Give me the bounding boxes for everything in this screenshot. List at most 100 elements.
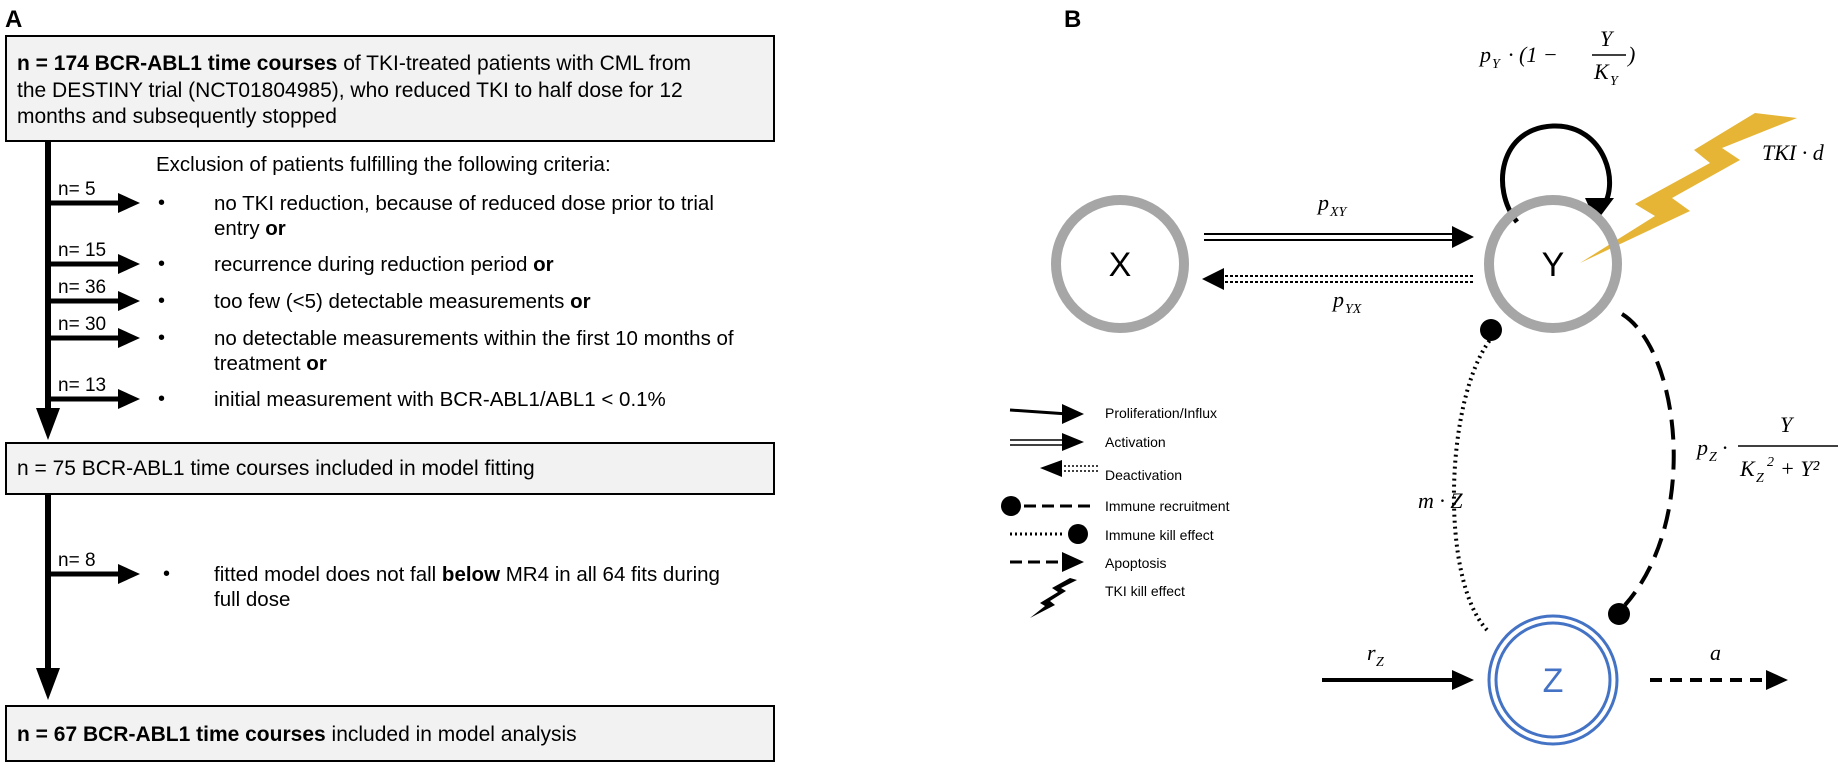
node-x [1051,195,1189,333]
recruit-den-sub: Z [1756,471,1764,486]
legend: Proliferation/Influx Activation Deactiva… [1001,404,1230,618]
exclusion-2-text: recurrence during reduction period [214,253,533,276]
bullet-5: • [158,388,165,410]
y-growth-post: ) [1626,42,1635,67]
exclusion-3-or: or [570,290,591,313]
legend-apoptosis: Apoptosis [1105,555,1166,571]
tki-dose-formula: TKI · d [1762,140,1825,165]
recruit-num: Y [1780,412,1795,437]
exclusion-4-or: or [306,352,327,375]
exclusion-1-line2: entry or [214,217,286,240]
top-box-line3: months and subsequently stopped [17,105,337,128]
exclusion-2: recurrence during reduction period or [214,253,554,276]
y-growth-p-sub: Y [1492,57,1502,72]
legend-deactivation: Deactivation [1105,467,1182,483]
immune-kill-dot [1480,319,1502,341]
bottom-box-rest: included in model analysis [326,723,577,746]
second-exclusion-pre: fitted model does not fall [214,563,442,586]
exclusion-4-line2: treatment or [214,352,327,375]
top-box-bold: n = 174 BCR-ABL1 time courses [17,52,337,75]
flow-vertical-arrowhead-1 [36,408,60,440]
exclusion-2-or: or [533,253,554,276]
bullet-4: • [158,327,165,349]
y-growth-pre: · (1 − [1508,42,1558,67]
legend-activation: Activation [1105,434,1166,450]
exclusion-n-1: n= 5 [58,179,96,200]
second-exclusion-post: MR4 in all 64 fits during [500,563,720,586]
second-exclusion-below: below [442,563,500,586]
exclusion-n-3: n= 36 [58,277,106,298]
exclusion-n-5: n= 13 [58,375,106,396]
bottom-box-text: n = 67 BCR-ABL1 time courses included in… [17,723,577,746]
exclusion-1-line1: no TKI reduction, because of reduced dos… [214,192,714,215]
y-self-loop-arrowhead [1585,198,1614,222]
immune-recruitment-dot [1608,603,1630,625]
deactivation-arrowhead [1202,268,1224,290]
r-z-sub: Z [1376,655,1384,670]
bullet-3: • [158,290,165,312]
node-x-label: X [1109,246,1132,284]
p-xy-p: p [1316,190,1329,215]
immune-kill-curve [1452,338,1492,632]
top-box-line1-rest: of TKI-treated patients with CML from [337,52,691,75]
exclusion-arrows [48,193,140,409]
legend-tki-kill: TKI kill effect [1105,583,1185,599]
panel-b-label: B [1064,6,1081,33]
bottom-box-bold: n = 67 BCR-ABL1 time courses [17,723,326,746]
recruit-den-sq: 2 [1767,455,1774,470]
recruit-den-k: K [1739,456,1756,481]
bullet-2: • [158,253,165,275]
bottom-box [5,705,775,762]
exclusion-5: initial measurement with BCR-ABL1/ABL1 <… [214,388,666,411]
tki-lightning-icon [1580,113,1797,263]
y-growth-num: Y [1600,26,1615,51]
y-growth-formula: p Y · (1 − Y K Y ) [1478,26,1635,89]
z-recruit-formula: p Z · Y K Z 2 + Y² [1695,412,1838,486]
node-z-outer [1487,614,1619,746]
exclusion-1-line2-text: entry [214,217,265,240]
apoptosis-a: a [1710,640,1721,665]
second-exclusion-n: n= 8 [58,550,96,571]
legend-proliferation: Proliferation/Influx [1105,405,1217,421]
panel-a-label: A [5,6,22,33]
y-self-loop [1500,123,1613,224]
activation-arrowhead [1452,226,1474,248]
r-z-r: r [1367,640,1376,665]
mz-formula: m · Z [1418,488,1463,513]
svg-text:p: p [1478,42,1491,67]
p-yx-p: p [1331,287,1344,312]
top-box-line2: the DESTINY trial (NCT01804985), who red… [17,79,683,102]
node-y [1484,195,1622,333]
y-growth-den-k: K [1593,59,1610,84]
recruit-p: p [1695,435,1708,460]
second-bullet: • [163,563,170,585]
recruit-p-sub: Z [1709,450,1717,465]
node-z-label: Z [1543,662,1564,700]
node-z-inner [1494,621,1612,739]
exclusion-n-4: n= 30 [58,314,106,335]
p-xy-sub: XY [1329,205,1349,220]
recruit-dot: · [1722,435,1728,460]
exclusion-4-line2-text: treatment [214,352,306,375]
exclusion-3: too few (<5) detectable measurements or [214,290,591,313]
legend-immune-recruitment: Immune recruitment [1105,498,1230,514]
exclusion-1-or: or [265,217,286,240]
top-box [5,35,775,142]
y-growth-den-sub: Y [1610,74,1620,89]
top-box-line1: n = 174 BCR-ABL1 time courses of TKI-tre… [17,52,691,75]
exclusion-n-2: n= 15 [58,240,106,261]
legend-immune-kill: Immune kill effect [1105,527,1214,543]
exclusion-4-line1: no detectable measurements within the fi… [214,327,734,350]
second-exclusion-arrowhead [118,564,140,584]
second-exclusion-line2: full dose [214,588,290,611]
middle-box-text: n = 75 BCR-ABL1 time courses included in… [17,457,535,480]
y-growth-p: p [1478,42,1491,67]
immune-recruitment-curve [1620,312,1676,607]
exclusion-3-text: too few (<5) detectable measurements [214,290,570,313]
recruit-den-rest: + Y² [1780,456,1820,481]
apoptosis-arrowhead [1766,670,1788,690]
flow-vertical-arrowhead-2 [36,668,60,700]
middle-box [5,442,775,495]
influx-arrowhead [1452,670,1474,690]
